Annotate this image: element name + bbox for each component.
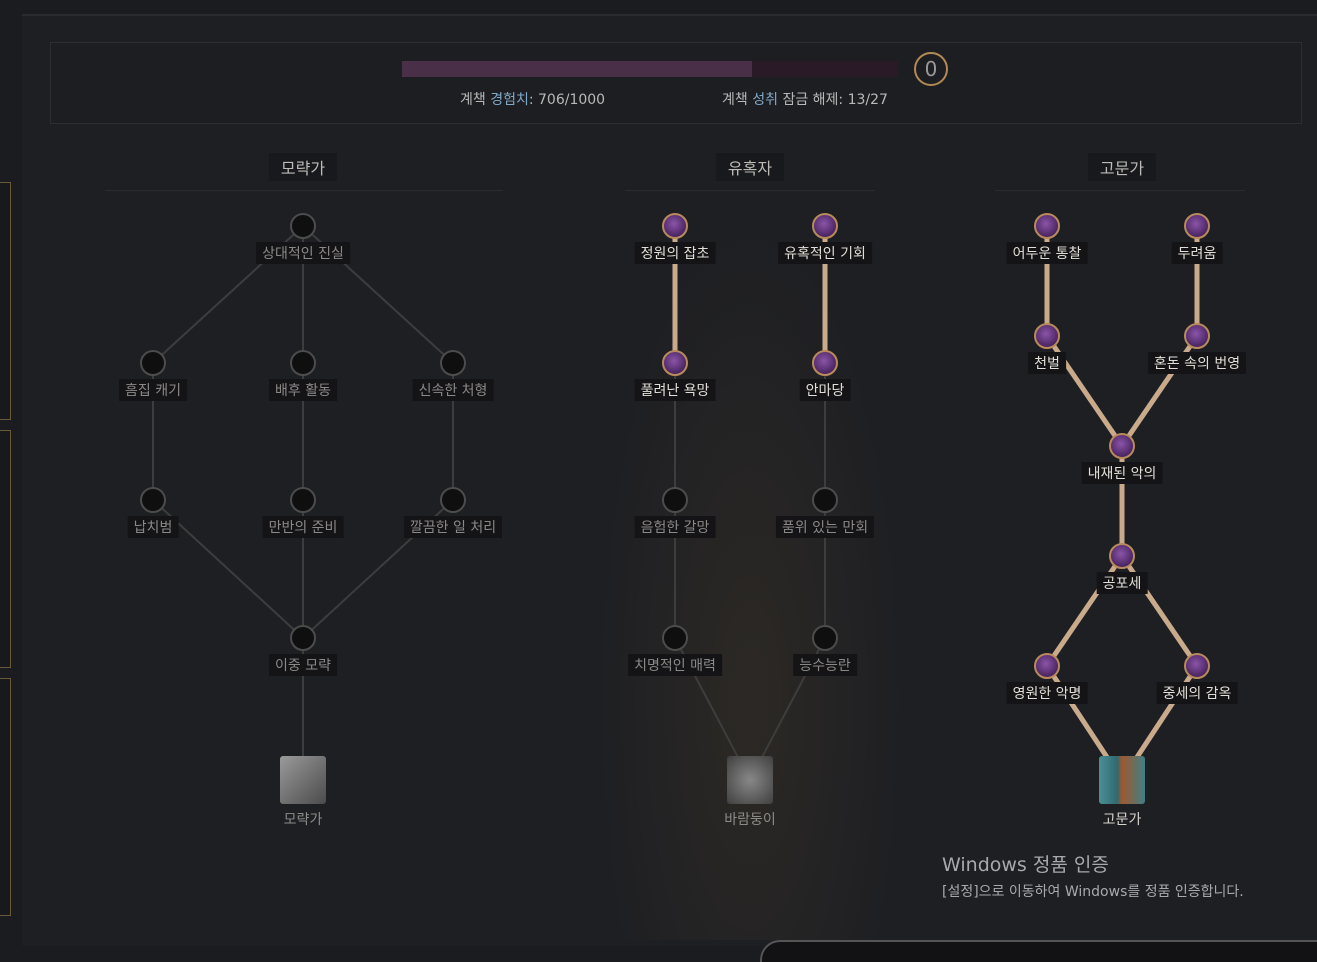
watermark-title: Windows 정품 인증 — [942, 854, 1109, 876]
windows-activation-watermark: Windows 정품 인증 [설정]으로 이동하여 Windows를 정품 인증… — [942, 850, 1244, 901]
skill-node[interactable] — [1034, 323, 1060, 349]
skill-node-label: 유혹적인 기회 — [778, 242, 872, 264]
skill-node-label: 배후 활동 — [269, 379, 337, 401]
class-emblem-icon[interactable] — [280, 756, 326, 804]
skill-node-label: 납치범 — [127, 516, 179, 538]
experience-bar — [402, 61, 898, 77]
skill-node[interactable] — [290, 487, 316, 513]
achievement-label: 계책 성취 잠금 해제: 13/27 — [722, 89, 888, 109]
watermark-subtitle: [설정]으로 이동하여 Windows를 정품 인증합니다. — [942, 884, 1244, 900]
skill-node-label: 안마당 — [799, 379, 851, 401]
exp-highlight: 경험치 — [490, 92, 529, 108]
column-title-torturer: 고문가 — [1087, 153, 1157, 181]
achv-suffix: 잠금 해제: 13/27 — [782, 92, 888, 108]
side-tab[interactable] — [0, 182, 11, 420]
skill-node-label: 능수능란 — [793, 654, 857, 676]
achv-highlight: 성취 — [752, 92, 778, 108]
skill-node-label: 음험한 갈망 — [634, 516, 716, 538]
skill-node[interactable] — [140, 487, 166, 513]
skill-node[interactable] — [662, 625, 688, 651]
skill-node-label: 품위 있는 만회 — [775, 516, 875, 538]
skill-node[interactable] — [812, 350, 838, 376]
skill-node[interactable] — [662, 487, 688, 513]
skill-node[interactable] — [812, 487, 838, 513]
experience-bar-fill — [402, 61, 753, 77]
skill-node-label: 흠집 캐기 — [119, 379, 187, 401]
class-emblem-icon[interactable] — [1099, 756, 1145, 804]
side-tab[interactable] — [0, 430, 11, 668]
skill-node-label: 정원의 잡초 — [634, 242, 716, 264]
skill-node[interactable] — [662, 350, 688, 376]
skill-node[interactable] — [1109, 543, 1135, 569]
side-tab[interactable] — [0, 678, 11, 916]
divider — [105, 190, 503, 191]
skill-node[interactable] — [1109, 433, 1135, 459]
achv-prefix: 계책 — [722, 92, 748, 108]
skill-node[interactable] — [1034, 653, 1060, 679]
divider — [625, 190, 875, 191]
exp-value: : 706/1000 — [528, 92, 606, 108]
column-title-seducer: 유혹자 — [715, 153, 785, 181]
skill-node[interactable] — [140, 350, 166, 376]
class-emblem-label: 바람둥이 — [724, 812, 776, 828]
skill-node-label: 풀려난 욕망 — [634, 379, 716, 401]
divider — [995, 190, 1245, 191]
skill-node[interactable] — [1184, 213, 1210, 239]
skill-node[interactable] — [1184, 653, 1210, 679]
skill-node[interactable] — [1184, 323, 1210, 349]
skill-node[interactable] — [812, 625, 838, 651]
skill-node-label: 깔끔한 일 처리 — [403, 516, 503, 538]
exp-prefix: 계책 — [460, 92, 486, 108]
progress-box — [50, 42, 1302, 124]
class-emblem-label: 모략가 — [283, 812, 323, 828]
bottom-ornament — [760, 940, 1317, 962]
skill-node-label: 내재된 악의 — [1081, 462, 1163, 484]
class-emblem-label: 고문가 — [1102, 812, 1142, 828]
skill-node-label: 상대적인 진실 — [256, 242, 350, 264]
skill-node-label: 신속한 처형 — [412, 379, 494, 401]
skill-node[interactable] — [290, 625, 316, 651]
seducer-background — [570, 140, 930, 940]
skill-node[interactable] — [1034, 213, 1060, 239]
skill-node-label: 두려움 — [1171, 242, 1223, 264]
skill-node-label: 만반의 준비 — [262, 516, 344, 538]
skill-node-label: 중세의 감옥 — [1156, 682, 1238, 704]
skill-node[interactable] — [812, 213, 838, 239]
skill-node-label: 이중 모략 — [269, 654, 337, 676]
skill-node-label: 공포세 — [1096, 572, 1148, 594]
skill-node[interactable] — [440, 487, 466, 513]
skill-node-label: 혼돈 속의 번영 — [1147, 352, 1247, 374]
skill-node-label: 영원한 악명 — [1006, 682, 1088, 704]
skill-node-label: 치명적인 매력 — [628, 654, 722, 676]
skill-node-label: 천벌 — [1028, 352, 1066, 374]
scheme-points-badge: 0 — [914, 52, 948, 86]
experience-label: 계책 경험치: 706/1000 — [460, 89, 605, 109]
class-emblem-icon[interactable] — [727, 756, 773, 804]
skill-node[interactable] — [440, 350, 466, 376]
skill-node[interactable] — [290, 213, 316, 239]
skill-node[interactable] — [662, 213, 688, 239]
column-title-schemer: 모략가 — [268, 153, 338, 181]
skill-node-label: 어두운 통찰 — [1006, 242, 1088, 264]
skill-node[interactable] — [290, 350, 316, 376]
